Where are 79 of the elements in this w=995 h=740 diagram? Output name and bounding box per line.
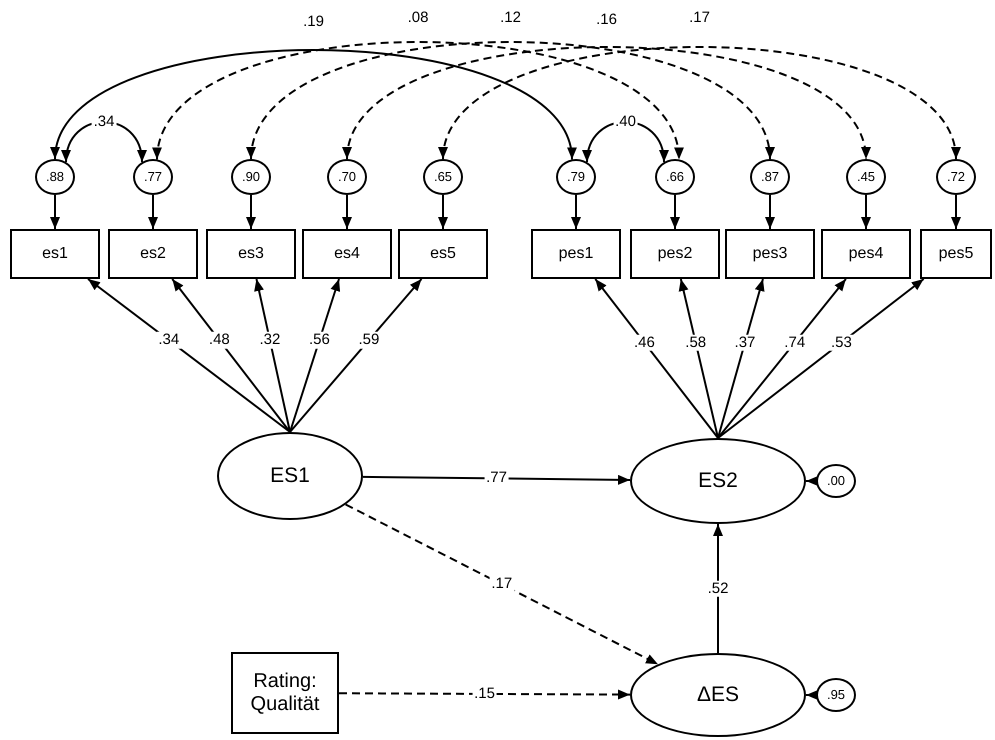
node-label: pes1 bbox=[558, 244, 594, 264]
node-label: es5 bbox=[430, 244, 456, 264]
indicator-box bbox=[725, 229, 815, 279]
path-arrow bbox=[362, 474, 630, 485]
node-label: Rating: Qualität bbox=[250, 670, 320, 716]
path-arrow bbox=[339, 690, 630, 700]
node-label: es4 bbox=[334, 244, 360, 264]
edge-label: .37 bbox=[732, 334, 758, 351]
path-arrow bbox=[806, 476, 818, 486]
indicator-box bbox=[920, 229, 992, 279]
path-arrow bbox=[246, 195, 256, 229]
path-arrow bbox=[861, 195, 871, 229]
node-label: .77 bbox=[144, 170, 162, 184]
node-label: ES2 bbox=[698, 468, 738, 494]
node-label: ΔES bbox=[696, 682, 740, 708]
path-arrow bbox=[670, 195, 680, 229]
path-arrow bbox=[50, 195, 60, 229]
node-label: .66 bbox=[666, 170, 684, 184]
path-arrow bbox=[87, 278, 291, 433]
indicator-box bbox=[206, 229, 296, 279]
edge-label: .53 bbox=[828, 334, 854, 351]
path-arrow bbox=[438, 195, 448, 229]
node-label: pes2 bbox=[658, 244, 692, 264]
error-circle bbox=[423, 159, 463, 195]
error-circle bbox=[936, 159, 976, 195]
indicator-box bbox=[302, 229, 392, 279]
error-circle bbox=[556, 159, 596, 195]
indicator-box bbox=[821, 229, 911, 279]
node-label: .90 bbox=[242, 170, 260, 184]
path-arrow bbox=[171, 278, 291, 433]
error-circle bbox=[816, 464, 856, 498]
path-arrow bbox=[678, 278, 719, 438]
path-arrow bbox=[571, 195, 581, 229]
path-arrow bbox=[765, 195, 775, 229]
node-label: pes4 bbox=[848, 244, 884, 264]
path-arrow bbox=[717, 278, 847, 439]
path-arrow bbox=[717, 278, 924, 439]
error-circle bbox=[231, 159, 271, 195]
indicator-box bbox=[108, 229, 198, 279]
edge-label: .17 bbox=[489, 576, 514, 593]
error-circle bbox=[846, 159, 886, 195]
indicator-box bbox=[531, 229, 621, 279]
error-circle bbox=[750, 159, 790, 195]
node-label: .65 bbox=[434, 170, 452, 184]
node-label: es3 bbox=[238, 244, 264, 264]
node-label: es2 bbox=[140, 244, 166, 264]
node-label: .00 bbox=[826, 474, 846, 488]
node-label: .45 bbox=[856, 170, 876, 184]
path-arrow bbox=[951, 195, 961, 229]
path-arrow bbox=[289, 278, 340, 432]
node-label: .87 bbox=[760, 170, 780, 184]
edge-label: .34 bbox=[156, 332, 182, 348]
path-arrow bbox=[806, 690, 818, 700]
path-arrow bbox=[717, 278, 764, 438]
error-circle bbox=[655, 159, 695, 195]
node-label: .79 bbox=[566, 170, 586, 184]
node-label: .72 bbox=[946, 170, 966, 184]
node-label: .95 bbox=[826, 688, 846, 702]
indicator-box bbox=[10, 229, 100, 279]
node-label: .88 bbox=[46, 170, 64, 184]
error-circle bbox=[816, 678, 856, 712]
path-arrow bbox=[254, 278, 291, 432]
node-label: ES1 bbox=[270, 464, 310, 488]
error-circle bbox=[35, 159, 75, 195]
node-label: pes3 bbox=[752, 244, 788, 264]
indicator-box bbox=[630, 229, 720, 279]
observed-box bbox=[231, 652, 339, 734]
node-label: .70 bbox=[338, 170, 356, 184]
node-label: es1 bbox=[42, 244, 68, 264]
path-arrow bbox=[342, 195, 352, 229]
path-arrow bbox=[713, 524, 723, 653]
indicator-box bbox=[398, 229, 488, 279]
path-arrow bbox=[594, 278, 719, 439]
path-arrow bbox=[148, 195, 158, 229]
path-arrow bbox=[345, 504, 658, 666]
error-circle bbox=[327, 159, 367, 195]
node-label: pes5 bbox=[938, 244, 974, 264]
error-circle bbox=[133, 159, 173, 195]
path-arrow bbox=[289, 278, 422, 433]
